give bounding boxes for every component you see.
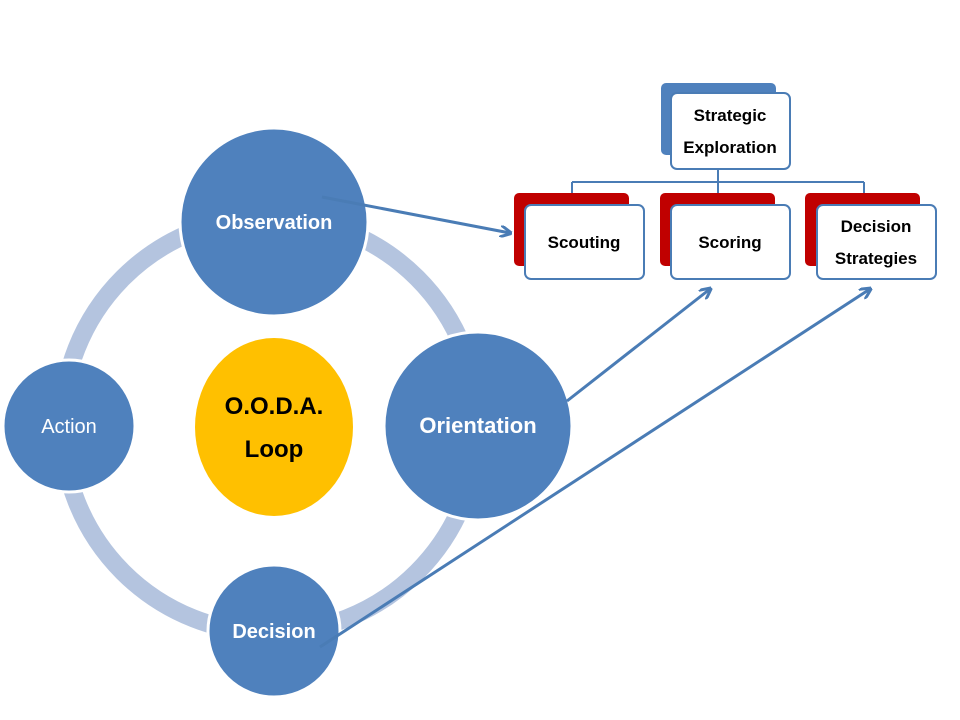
action-label: Action <box>41 416 97 438</box>
center-label-line1: O.O.D.A. <box>225 393 324 420</box>
decision-to-strategies-arrow <box>319 289 870 649</box>
strategic-exploration-line2: Exploration <box>683 138 777 157</box>
observation-label: Observation <box>216 212 333 234</box>
decision-strategies-line2: Strategies <box>835 249 917 268</box>
decision-strategies-box[interactable] <box>816 204 937 280</box>
orientation-to-scoring-arrow <box>566 289 710 403</box>
observation-to-scouting-arrow <box>321 195 510 233</box>
action-node[interactable] <box>1 358 137 494</box>
scoring-box[interactable] <box>670 204 791 280</box>
scouting-label: Scouting <box>548 233 621 252</box>
orientation-label: Orientation <box>419 413 536 438</box>
decision-strategies-line1: Decision <box>841 217 912 236</box>
strategic-exploration-line1: Strategic <box>694 106 767 125</box>
decision-node[interactable] <box>206 563 342 699</box>
scoring-label: Scoring <box>698 233 761 252</box>
orientation-node[interactable] <box>382 330 574 522</box>
center-label-line2: Loop <box>245 436 304 463</box>
scouting-box[interactable] <box>524 204 645 280</box>
observation-node[interactable] <box>178 126 370 318</box>
hierarchy-connectors <box>571 168 865 193</box>
decision-label: Decision <box>232 621 315 643</box>
strategic-exploration-box[interactable] <box>670 92 791 170</box>
center-ellipse <box>195 338 353 516</box>
